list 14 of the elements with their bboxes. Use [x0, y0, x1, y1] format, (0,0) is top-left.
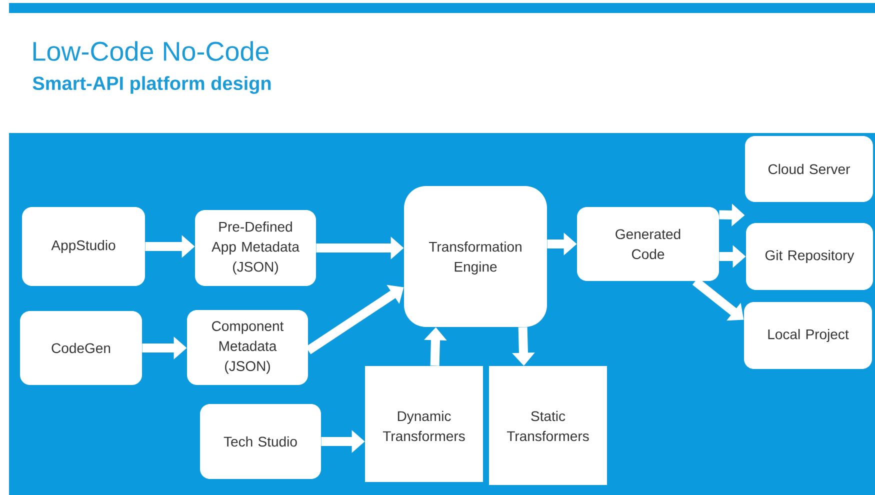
process-box: Local Project: [744, 302, 872, 369]
process-box: Tech Studio: [200, 404, 321, 479]
process-box: Git Repository: [746, 223, 873, 290]
transformer-box: Static Transformers: [489, 366, 607, 485]
title: Low-Code No-Code: [33, 41, 269, 61]
engine-box: Transformation Engine: [404, 186, 547, 327]
process-box: Cloud Server: [745, 136, 873, 202]
process-box: Generated Code: [577, 207, 719, 281]
process-box: Component Metadata (JSON): [187, 310, 308, 385]
transformer-box: Dynamic Transformers: [365, 366, 483, 482]
process-box: Pre-Defined App Metadata (JSON): [195, 210, 316, 286]
subtitle: Smart-API platform design: [32, 76, 271, 94]
process-box: CodeGen: [20, 311, 142, 385]
process-box: AppStudio: [22, 207, 145, 286]
